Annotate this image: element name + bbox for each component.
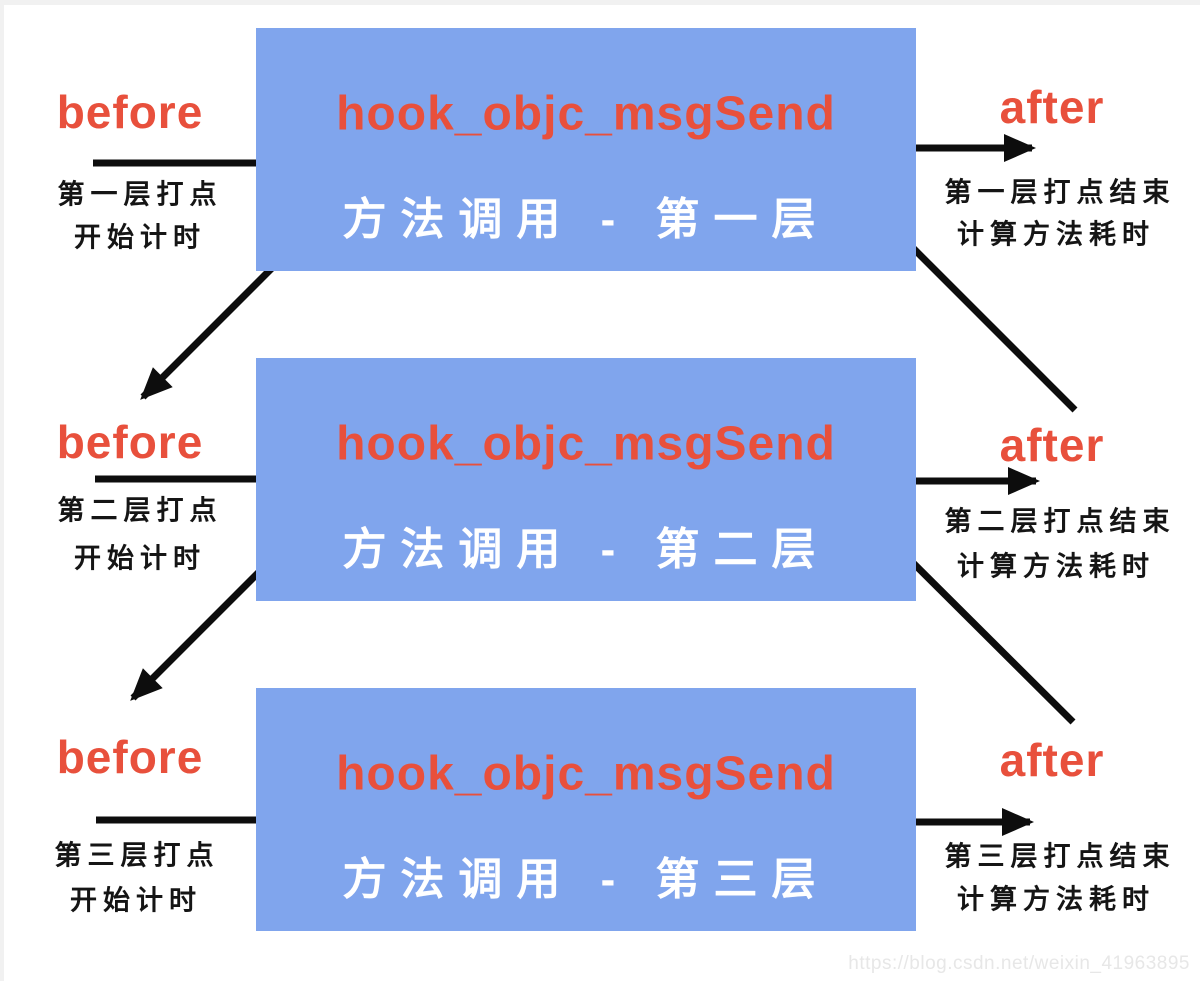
before-label-3: before [56, 731, 204, 783]
msgsend-box-1: hook_objc_msgSend 方法调用 - 第一层 [256, 28, 916, 271]
after-label-2: after [999, 419, 1105, 471]
msgsend-box-3: hook_objc_msgSend 方法调用 - 第三层 [256, 688, 916, 931]
after-desc2-1: 计算方法耗时 [957, 219, 1155, 250]
box-title-2: hook_objc_msgSend [336, 417, 836, 471]
after-desc2-3: 计算方法耗时 [957, 884, 1155, 915]
box-title-3: hook_objc_msgSend [336, 747, 836, 801]
after-desc1-1: 第一层打点结束 [944, 177, 1176, 208]
box-subtitle-3: 方法调用 - 第三层 [342, 855, 830, 904]
box-title-1: hook_objc_msgSend [336, 87, 836, 141]
msgsend-box-2: hook_objc_msgSend 方法调用 - 第二层 [256, 358, 916, 601]
after-label-3: after [999, 734, 1105, 786]
watermark-url: https://blog.csdn.net/weixin_41963895 [848, 953, 1190, 974]
before-desc2-3: 开始计时 [70, 885, 202, 916]
page-edge-left [0, 0, 4, 981]
before-desc2-2: 开始计时 [74, 543, 206, 574]
after-desc2-2: 计算方法耗时 [957, 551, 1155, 582]
before-desc1-3: 第三层打点 [54, 840, 220, 871]
after-desc1-3: 第三层打点结束 [944, 841, 1176, 872]
before-desc1-1: 第一层打点 [57, 179, 223, 210]
page-edge-top [0, 0, 1200, 5]
before-label-2: before [56, 416, 204, 468]
after-label-1: after [999, 81, 1105, 133]
before-label-1: before [56, 86, 204, 138]
after-desc1-2: 第二层打点结束 [944, 506, 1176, 537]
box-subtitle-1: 方法调用 - 第一层 [342, 195, 830, 244]
box-subtitle-2: 方法调用 - 第二层 [342, 525, 830, 574]
before-desc2-1: 开始计时 [74, 222, 206, 253]
before-desc1-2: 第二层打点 [57, 495, 223, 526]
